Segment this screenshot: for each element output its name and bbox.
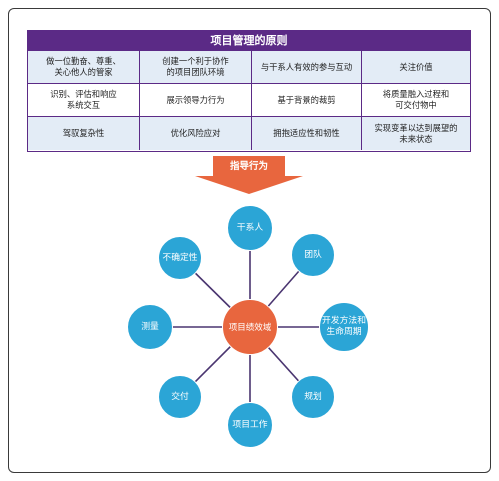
principles-table: 项目管理的原则 做一位勤奋、尊重、 关心他人的管家 创建一个利于协作 的项目团队… — [27, 30, 471, 152]
domain-node: 项目工作 — [227, 402, 273, 448]
principle-cell: 做一位勤奋、尊重、 关心他人的管家 — [28, 51, 140, 84]
principle-cell: 关注价值 — [362, 51, 470, 84]
center-node: 项目绩效域 — [222, 299, 278, 355]
principle-cell: 将质量融入过程和 可交付物中 — [362, 84, 470, 117]
domain-node: 规划 — [291, 375, 335, 419]
domain-node: 交付 — [158, 375, 202, 419]
domain-node: 测量 — [127, 304, 173, 350]
guidance-arrow: 指导行为 — [195, 156, 303, 194]
principle-cell: 与干系人有效的参与互动 — [252, 51, 362, 84]
principle-cell: 展示领导力行为 — [140, 84, 252, 117]
principle-cell: 创建一个利于协作 的项目团队环境 — [140, 51, 252, 84]
domain-node: 团队 — [291, 233, 335, 277]
principle-cell: 拥抱适应性和韧性 — [252, 117, 362, 150]
down-arrow-icon — [195, 156, 303, 194]
principle-cell: 基于背景的裁剪 — [252, 84, 362, 117]
principles-grid: 做一位勤奋、尊重、 关心他人的管家 创建一个利于协作 的项目团队环境 与干系人有… — [28, 51, 470, 150]
domain-node: 开发方法和 生命周期 — [319, 302, 369, 352]
domain-node: 干系人 — [227, 205, 273, 251]
principle-cell: 优化风险应对 — [140, 117, 252, 150]
arrow-label: 指导行为 — [229, 161, 268, 172]
principle-cell: 实现变革以达到展望的 未来状态 — [362, 117, 470, 150]
principles-title: 项目管理的原则 — [28, 31, 470, 51]
principle-cell: 识别、评估和响应 系统交互 — [28, 84, 140, 117]
domain-node: 不确定性 — [158, 236, 202, 280]
principle-cell: 驾驭复杂性 — [28, 117, 140, 150]
